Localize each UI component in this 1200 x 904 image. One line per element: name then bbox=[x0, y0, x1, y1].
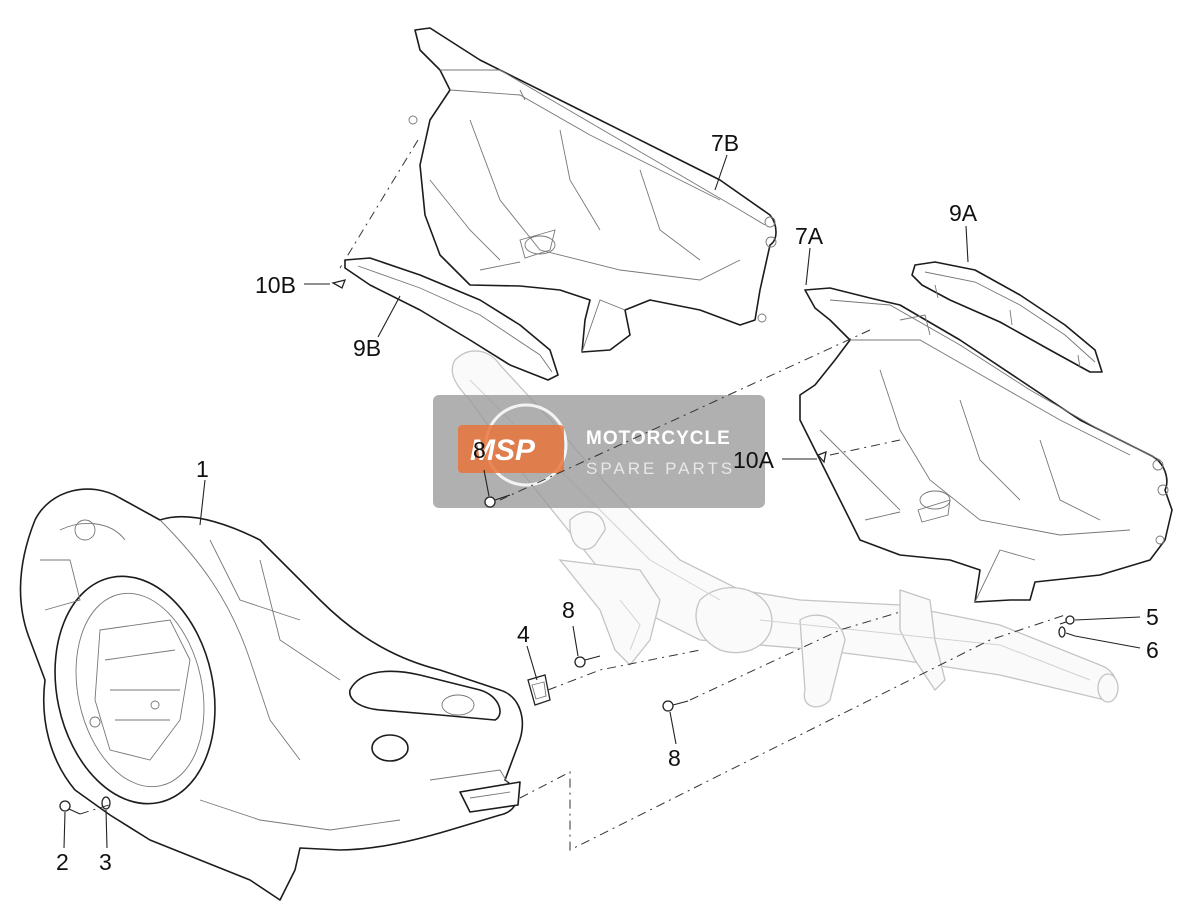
callout-7a: 7A bbox=[795, 223, 824, 249]
clip-4-icon bbox=[527, 674, 551, 706]
trim-panel-9b bbox=[344, 257, 559, 381]
leader-lines bbox=[63, 154, 1141, 849]
callout-7b: 7B bbox=[711, 130, 739, 156]
watermark-logo-badge bbox=[458, 425, 564, 473]
callout-1: 1 bbox=[196, 456, 209, 482]
callout-6: 6 bbox=[1146, 637, 1159, 663]
fastener-10b-icon bbox=[331, 279, 347, 289]
watermark-logo: MSP bbox=[470, 434, 536, 467]
callout-10b: 10B bbox=[255, 272, 296, 298]
callout-4: 4 bbox=[517, 621, 530, 647]
screw-8-upper-icon bbox=[484, 494, 511, 508]
screw-8-lower-icon bbox=[662, 700, 689, 712]
screw-8-middle-icon bbox=[574, 655, 601, 668]
callout-2: 2 bbox=[56, 849, 69, 875]
callout-5: 5 bbox=[1146, 604, 1159, 630]
callout-8-upper: 8 bbox=[473, 437, 486, 463]
rear-cover-7b bbox=[408, 27, 777, 353]
callout-8-lower: 8 bbox=[668, 745, 681, 771]
callout-8-middle: 8 bbox=[562, 597, 575, 623]
callout-10a: 10A bbox=[733, 447, 775, 473]
watermark-line1: MOTORCYCLE bbox=[586, 428, 731, 449]
watermark-line2: SPARE PARTS bbox=[586, 459, 735, 478]
screw-5-icon bbox=[1059, 615, 1075, 625]
fastener-10a-icon bbox=[816, 450, 827, 464]
handlebar-ghost bbox=[451, 350, 1119, 708]
trim-panel-9a bbox=[911, 261, 1103, 373]
rear-cover-7a bbox=[799, 287, 1173, 603]
assembly-lines bbox=[79, 139, 1066, 851]
callout-9b: 9B bbox=[353, 335, 381, 361]
watermark: MSP MOTORCYCLE SPARE PARTS bbox=[433, 395, 765, 508]
callout-3: 3 bbox=[99, 849, 112, 875]
front-handlebar-cover bbox=[19, 488, 524, 901]
washer-6-icon bbox=[1058, 626, 1066, 638]
screw-2-icon bbox=[59, 800, 81, 815]
callout-9a: 9A bbox=[949, 200, 978, 226]
callouts: 1 2 3 4 5 6 7A 7B 8 8 8 9A 9B 10A 10B bbox=[56, 130, 1159, 875]
